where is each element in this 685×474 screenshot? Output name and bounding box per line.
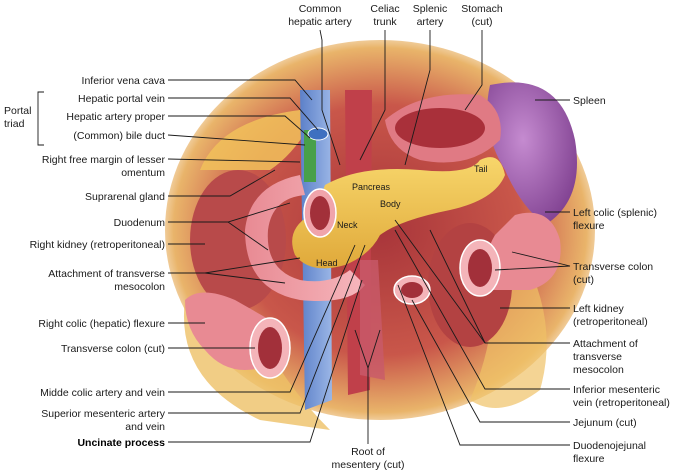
bile-duct bbox=[304, 130, 316, 182]
label-right-kidney: Right kidney (retroperitoneal) bbox=[30, 239, 165, 251]
label-left-colic-flexure-2: flexure bbox=[573, 220, 605, 232]
label-left-kidney-2: (retroperitoneal) bbox=[573, 316, 648, 328]
duodenum bbox=[245, 175, 365, 301]
label-celiac-trunk-1: Celiac bbox=[370, 3, 399, 15]
label-transverse-colon-right-2: (cut) bbox=[573, 274, 594, 286]
leader-common-bile-duct bbox=[167, 134, 306, 146]
left-colic-flexure bbox=[486, 212, 561, 290]
label-inferior-mesenteric-vein-2: vein (retroperitoneal) bbox=[573, 397, 670, 409]
label-stomach-cut-1: Stomach bbox=[461, 3, 503, 15]
label-superior-mesenteric-2: and vein bbox=[125, 421, 165, 433]
leader-hepatic-artery-proper bbox=[168, 115, 311, 139]
label-root-of-mesentery-1: Root of bbox=[351, 446, 385, 458]
label-common-bile-duct: (Common) bile duct bbox=[73, 130, 165, 142]
label-inferior-mesenteric-vein-1: Inferior mesenteric bbox=[573, 384, 660, 396]
label-transverse-colon-left: Transverse colon (cut) bbox=[61, 343, 165, 355]
leader-attachment-transverse-right-b bbox=[394, 219, 486, 344]
leader-splenic-artery bbox=[404, 30, 431, 166]
fat-tissue-upper-left bbox=[200, 105, 320, 170]
label-right-free-margin-1: Right free margin of lesser bbox=[42, 154, 166, 166]
portal-triad-bracket bbox=[37, 91, 44, 146]
label-attachment-transverse-right-2: transverse bbox=[573, 351, 622, 363]
label-attachment-transverse-right-1: Attachment of bbox=[573, 338, 638, 350]
label-right-free-margin-2: omentum bbox=[121, 167, 165, 179]
label-right-colic-flexure: Right colic (hepatic) flexure bbox=[38, 318, 165, 330]
label-left-colic-flexure-1: Left colic (splenic) bbox=[573, 207, 657, 219]
label-common-hepatic-artery-2: hepatic artery bbox=[288, 16, 352, 28]
label-hepatic-portal-vein: Hepatic portal vein bbox=[78, 93, 165, 105]
leader-transverse-colon-right-b bbox=[494, 265, 571, 271]
organ-label-body: Body bbox=[380, 199, 401, 209]
label-attachment-transverse-right-3: mesocolon bbox=[573, 364, 624, 376]
label-uncinate-process: Uncinate process bbox=[77, 437, 165, 449]
organ-label-pancreas: Pancreas bbox=[352, 182, 391, 192]
transverse-colon-left-lumen bbox=[258, 327, 282, 369]
label-duodenojejunal-2: flexure bbox=[573, 453, 605, 465]
label-common-hepatic-artery-1: Common bbox=[299, 3, 342, 15]
leader-suprarenal-gland bbox=[168, 169, 276, 197]
label-splenic-artery-2: artery bbox=[417, 16, 445, 28]
label-inferior-vena-cava: Inferior vena cava bbox=[82, 75, 166, 87]
label-spleen: Spleen bbox=[573, 95, 606, 107]
stomach-lumen bbox=[395, 108, 485, 148]
leader-attachment-transverse-left-b bbox=[204, 272, 286, 284]
pancreas bbox=[292, 157, 505, 269]
label-suprarenal-gland: Suprarenal gland bbox=[85, 191, 165, 203]
organ-label-head: Head bbox=[316, 258, 338, 268]
label-transverse-colon-right-1: Transverse colon bbox=[573, 261, 653, 273]
leader-inferior-mesenteric-vein bbox=[394, 229, 570, 390]
label-duodenojejunal-1: Duodenojejunal bbox=[573, 440, 646, 452]
leader-inferior-vena-cava bbox=[168, 79, 313, 101]
label-celiac-trunk-2: trunk bbox=[373, 16, 397, 28]
transverse-colon-right-lumen bbox=[468, 249, 492, 287]
label-left-kidney-1: Left kidney bbox=[573, 303, 625, 315]
label-hepatic-artery-proper: Hepatic artery proper bbox=[66, 111, 165, 123]
label-middle-colic: Midde colic artery and vein bbox=[40, 387, 165, 399]
leader-duodenum-b bbox=[227, 221, 269, 251]
leader-hepatic-portal-vein bbox=[168, 97, 319, 131]
leader-uncinate-process bbox=[168, 279, 363, 443]
leader-right-free-margin bbox=[167, 158, 301, 163]
leader-duodenojejunal bbox=[397, 284, 570, 446]
jejunum-lumen bbox=[401, 282, 423, 298]
label-portal-triad-2: triad bbox=[4, 118, 25, 130]
label-stomach-cut-2: (cut) bbox=[472, 16, 493, 28]
leader-stomach-cut bbox=[464, 30, 483, 111]
label-splenic-artery-1: Splenic bbox=[413, 3, 447, 15]
label-portal-triad-1: Portal bbox=[4, 105, 31, 117]
label-duodenum: Duodenum bbox=[114, 217, 166, 229]
duodenum-lumen bbox=[310, 196, 330, 230]
root-of-mesentery bbox=[360, 260, 385, 380]
leader-transverse-colon-right-a bbox=[511, 251, 571, 267]
leader-root-of-mesentery-b bbox=[367, 329, 381, 369]
label-root-of-mesentery-2: mesentery (cut) bbox=[332, 459, 405, 471]
label-jejunum: Jejunum (cut) bbox=[573, 417, 637, 429]
leader-superior-mesenteric bbox=[168, 244, 366, 414]
label-attachment-transverse-left-1: Attachment of transverse bbox=[48, 268, 165, 280]
leader-common-hepatic-artery bbox=[319, 29, 341, 166]
label-superior-mesenteric-1: Superior mesenteric artery bbox=[41, 408, 165, 420]
spleen bbox=[487, 82, 577, 226]
organ-label-tail: Tail bbox=[474, 164, 488, 174]
hepatic-portal-vein bbox=[307, 127, 329, 141]
label-attachment-transverse-left-2: mesocolon bbox=[114, 281, 165, 293]
organ-label-neck: Neck bbox=[337, 220, 358, 230]
leader-celiac-trunk bbox=[359, 30, 386, 161]
leader-middle-colic bbox=[168, 244, 356, 393]
leader-jejunum bbox=[411, 299, 570, 423]
